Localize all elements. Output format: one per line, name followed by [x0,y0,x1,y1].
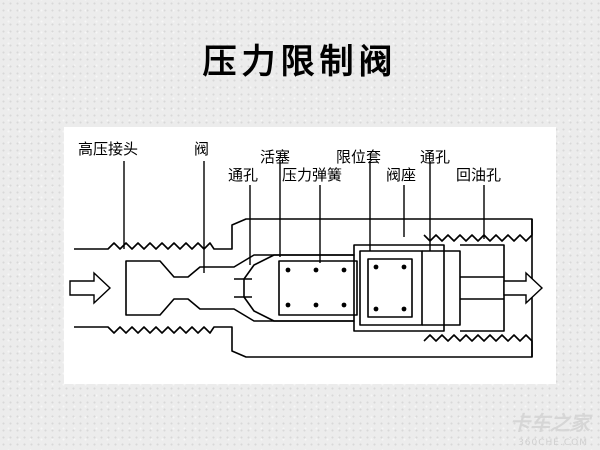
through-hole-left [234,278,252,298]
limit-sleeve-inner [367,258,413,318]
piston [243,254,355,322]
connector-thread-top [74,218,533,250]
through-hole-right [460,276,504,300]
valve-seat-wall [422,250,461,326]
inner-bore [125,244,445,332]
label-valve-seat: 阀座 [386,166,417,184]
label-valve: 阀 [194,140,210,158]
pressure-limit-valve-diagram [69,161,544,358]
watermark-logo: 卡车之家 [510,411,590,435]
spring-coils [285,264,407,312]
connector-thread-bottom [74,326,533,358]
flow-arrow-in [69,271,112,305]
label-return-port: 回油孔 [456,166,502,184]
diagram-panel: 高压接头 阀 活塞 限位套 通孔 通孔 压力弹簧 阀座 回油孔 [64,127,556,384]
slide-title: 压力限制阀 [202,42,398,82]
label-pressure-spring: 压力弹簧 [282,166,343,184]
return-channel [460,244,505,332]
pressure-spring-chamber [278,260,358,316]
label-high-pressure-connector: 高压接头 [78,140,139,158]
label-port-left: 通孔 [228,166,259,184]
label-piston: 活塞 [260,148,291,166]
label-port-right: 通孔 [420,148,451,166]
watermark-url: 360CHE.COM [518,438,588,448]
flow-arrow-out [503,271,544,305]
limit-sleeve-body [359,250,423,326]
label-limit-sleeve: 限位套 [336,148,382,166]
